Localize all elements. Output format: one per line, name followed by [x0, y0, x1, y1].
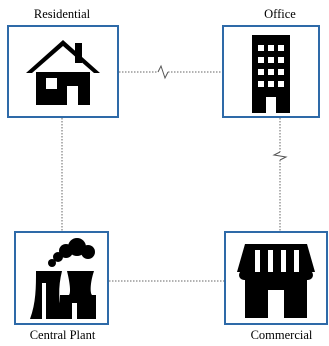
- power-plant-icon: [29, 238, 96, 319]
- break-symbol-office-commercial: [272, 151, 288, 161]
- label-office: Office: [264, 7, 296, 21]
- label-commercial: Commercial: [250, 328, 313, 342]
- node-commercial[interactable]: [224, 231, 328, 325]
- label-central-plant: Central Plant: [29, 328, 96, 342]
- node-office[interactable]: [222, 25, 320, 118]
- label-residential: Residential: [33, 7, 91, 21]
- storefront-icon: [237, 244, 315, 318]
- house-icon: [26, 39, 100, 105]
- break-symbol-residential-office: [157, 64, 169, 80]
- node-central-plant[interactable]: [14, 231, 109, 325]
- node-residential[interactable]: [7, 25, 119, 118]
- office-building-icon: [252, 34, 290, 113]
